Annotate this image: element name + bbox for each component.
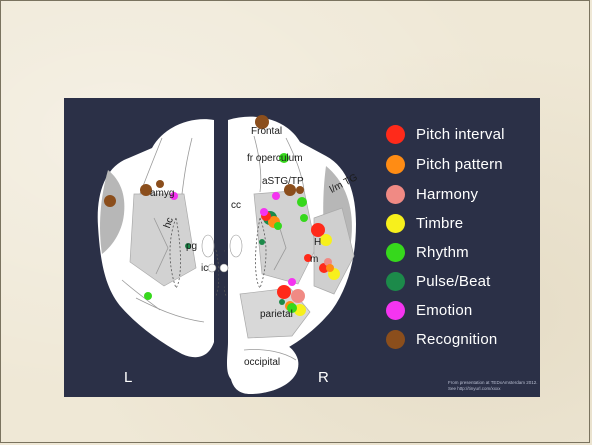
pitch-interval-dot — [277, 285, 291, 299]
pg-label: pg — [186, 241, 197, 252]
rhythm-dot — [274, 222, 282, 230]
legend-label: Pulse/Beat — [416, 273, 491, 290]
recognition-dot — [104, 195, 116, 207]
recognition-dot — [156, 180, 164, 188]
right-oval-1 — [230, 235, 242, 257]
credit-text: From presentation at TEDxAmsterdam 2012.… — [448, 380, 538, 392]
frontal-label: Frontal — [251, 126, 282, 137]
left-side-label: L — [124, 369, 132, 386]
legend-swatch — [386, 185, 405, 204]
recognition-dot — [296, 186, 304, 194]
left-oval-1 — [202, 235, 214, 257]
cc-label: cc — [231, 200, 241, 211]
rhythm-dot — [297, 197, 307, 207]
legend-label: Harmony — [416, 186, 478, 203]
h-label: H — [314, 237, 321, 248]
rhythm-dot — [300, 214, 308, 222]
legend-item: Harmony — [386, 183, 478, 205]
legend-swatch — [386, 125, 405, 144]
ic-left-circle — [208, 264, 216, 272]
legend-swatch — [386, 155, 405, 174]
emotion-dot — [288, 278, 296, 286]
rhythm-dot — [144, 292, 152, 300]
legend-item: Timbre — [386, 212, 463, 234]
legend-item: Emotion — [386, 299, 472, 321]
amyg-label: amyg — [150, 188, 174, 199]
occipital-label: occipital — [244, 357, 280, 368]
emotion-dot — [260, 208, 268, 216]
legend-item: Pitch interval — [386, 123, 505, 145]
legend-swatch — [386, 272, 405, 291]
figure-panel: Frontal fr operculum amyg aSTG/TP l/m TG… — [64, 98, 540, 397]
emotion-dot — [272, 192, 280, 200]
legend-item: Recognition — [386, 328, 497, 350]
legend-item: Rhythm — [386, 241, 469, 263]
ic-right-circle — [220, 264, 228, 272]
legend-label: Timbre — [416, 215, 463, 232]
m-label: m — [310, 254, 318, 265]
astg-tp-label: aSTG/TP — [262, 176, 304, 187]
legend-label: Pitch pattern — [416, 156, 503, 173]
legend-swatch — [386, 214, 405, 233]
legend-swatch — [386, 330, 405, 349]
right-side-label: R — [318, 369, 329, 386]
timbre-dot — [320, 234, 332, 246]
pulse-beat-dot — [259, 239, 265, 245]
ic-label: ic — [201, 263, 208, 274]
legend-label: Rhythm — [416, 244, 469, 261]
parietal-label: parietal — [260, 309, 293, 320]
pulse-beat-dot — [279, 299, 285, 305]
legend-swatch — [386, 243, 405, 262]
legend-item: Pulse/Beat — [386, 270, 491, 292]
legend-swatch — [386, 301, 405, 320]
legend-label: Recognition — [416, 331, 497, 348]
legend-label: Pitch interval — [416, 126, 505, 143]
legend-item: Pitch pattern — [386, 153, 503, 175]
legend-label: Emotion — [416, 302, 472, 319]
pitch-pattern-dot — [326, 264, 334, 272]
harmony-dot — [291, 289, 305, 303]
fr-operculum-label: fr operculum — [247, 153, 303, 164]
